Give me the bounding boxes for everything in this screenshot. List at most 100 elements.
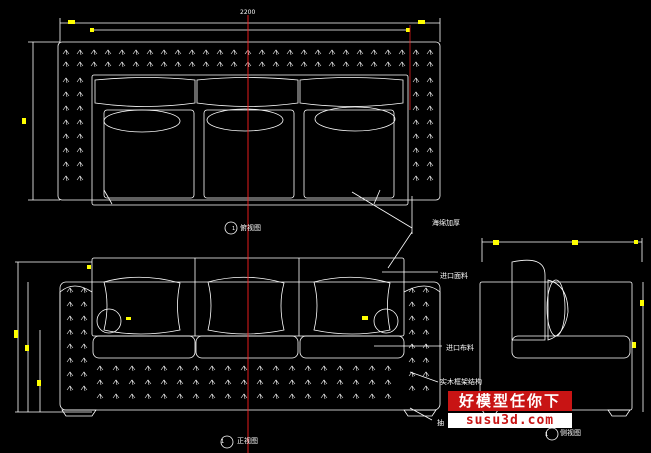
tuft-mark: [398, 49, 406, 56]
tuft-mark: [412, 133, 420, 140]
tuft-mark: [208, 393, 216, 400]
arm-roll: [403, 285, 441, 340]
tuft-mark: [288, 379, 296, 386]
overall-dimension-label: 2200: [240, 9, 256, 16]
tuft-mark: [66, 329, 74, 336]
tuft-mark: [230, 49, 238, 56]
tuft-mark: [314, 61, 322, 68]
tuft-mark: [208, 379, 216, 386]
tuft-mark: [422, 343, 430, 350]
tuft-mark: [90, 49, 98, 56]
annotation-frame: 实木框架结构: [440, 378, 482, 386]
arm-roll: [59, 285, 93, 340]
tuft-mark: [352, 393, 360, 400]
tuft-mark: [144, 379, 152, 386]
tuft-mark: [426, 119, 434, 126]
tuft-mark: [304, 393, 312, 400]
annotation-fabric-1: 进口面料: [440, 272, 468, 280]
tuft-mark: [422, 301, 430, 308]
tuft-mark: [202, 49, 210, 56]
tuft-mark: [368, 379, 376, 386]
tuft-mark: [128, 365, 136, 372]
dimension-marker: [87, 265, 91, 269]
tuft-mark: [426, 61, 434, 68]
tuft-mark: [62, 175, 70, 182]
tuft-mark: [62, 105, 70, 112]
tuft-mark: [118, 61, 126, 68]
tuft-mark: [368, 393, 376, 400]
annotation-sponge: 海绵加厚: [432, 219, 460, 227]
watermark-url[interactable]: susu3d.com: [448, 413, 572, 428]
tuft-mark: [256, 379, 264, 386]
tuft-mark: [384, 49, 392, 56]
tuft-mark: [426, 161, 434, 168]
tuft-mark: [426, 105, 434, 112]
front-view-number: 1: [221, 439, 225, 445]
tuft-mark: [62, 61, 70, 68]
tuft-mark: [370, 61, 378, 68]
dimension-marker: [418, 20, 425, 24]
tuft-mark: [412, 91, 420, 98]
tuft-mark: [132, 61, 140, 68]
leader-line: [409, 407, 433, 421]
tuft-mark: [422, 357, 430, 364]
tuft-mark: [408, 329, 416, 336]
view-number-circle: [545, 427, 559, 441]
tuft-mark: [216, 49, 224, 56]
dimension-marker: [37, 380, 41, 386]
tuft-mark: [240, 393, 248, 400]
pillow: [103, 109, 181, 133]
tuft-mark: [66, 343, 74, 350]
tuft-mark: [412, 77, 420, 84]
tuft-mark: [176, 379, 184, 386]
tuft-mark: [408, 385, 416, 392]
tuft-mark: [62, 91, 70, 98]
side-pillow-roll: [546, 279, 566, 337]
side-back: [511, 259, 546, 341]
side-view-caption: 侧视图: [560, 429, 581, 437]
seat-cushion-front: [299, 335, 405, 359]
tuft-mark: [90, 61, 98, 68]
foot: [403, 409, 437, 417]
tuft-mark: [192, 393, 200, 400]
tuft-mark: [370, 49, 378, 56]
tuft-mark: [160, 61, 168, 68]
tuft-mark: [412, 105, 420, 112]
tuft-mark: [408, 357, 416, 364]
tuft-mark: [76, 161, 84, 168]
tuft-mark: [412, 175, 420, 182]
tuft-mark: [342, 49, 350, 56]
tuft-mark: [272, 379, 280, 386]
dimension-marker: [406, 28, 410, 32]
tuft-mark: [412, 49, 420, 56]
tuft-mark: [258, 49, 266, 56]
tuft-mark: [328, 61, 336, 68]
tuft-mark: [256, 365, 264, 372]
back-cushion: [196, 77, 299, 107]
top-view-number: 1: [232, 226, 236, 232]
tuft-mark: [258, 61, 266, 68]
tuft-mark: [426, 175, 434, 182]
dimension-marker: [14, 330, 18, 338]
tuft-mark: [422, 371, 430, 378]
tuft-mark: [62, 133, 70, 140]
tuft-mark: [356, 49, 364, 56]
tuft-mark: [76, 49, 84, 56]
tuft-mark: [132, 49, 140, 56]
leg: [103, 189, 113, 205]
tuft-mark: [368, 365, 376, 372]
tuft-mark: [272, 49, 280, 56]
tuft-mark: [192, 379, 200, 386]
tuft-mark: [230, 61, 238, 68]
top-view-outline: [57, 41, 441, 201]
tuft-mark: [80, 343, 88, 350]
tuft-mark: [160, 393, 168, 400]
seat-cushion: [103, 109, 195, 199]
tuft-mark: [76, 105, 84, 112]
side-view-number: 1: [545, 432, 549, 438]
view-number-circle: [220, 435, 234, 449]
tuft-mark: [62, 161, 70, 168]
tuft-mark: [176, 365, 184, 372]
tuft-mark: [426, 77, 434, 84]
